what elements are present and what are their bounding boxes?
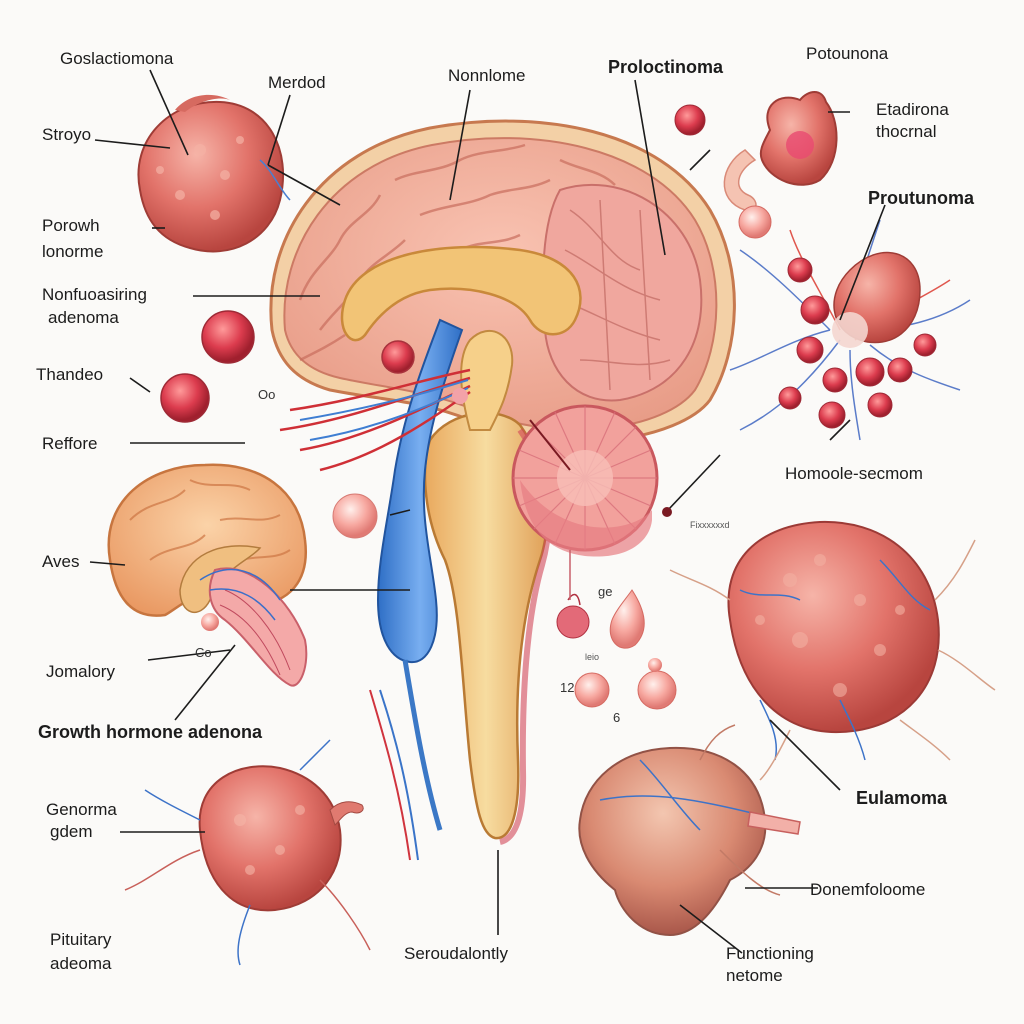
label-eulamoma: Eulamoma <box>856 788 948 808</box>
label-proloctinoma: Proloctinoma <box>608 57 724 77</box>
bottom-left-tumor <box>124 739 371 966</box>
label-reffore: Reffore <box>42 434 98 453</box>
label-pituitary-line2: adeoma <box>50 954 112 973</box>
top-right-tumor <box>759 91 838 186</box>
bottom-right-tumor <box>578 724 801 937</box>
tumor-nodules-left <box>160 104 706 539</box>
small-droplets <box>556 550 677 710</box>
label-merdod: Merdod <box>268 73 326 92</box>
central-brain-section <box>269 119 736 845</box>
label-growth-hormone-adenona: Growth hormone adenona <box>38 722 263 742</box>
vessel-strands <box>369 689 419 861</box>
label-seroudalontly: Seroudalontly <box>404 944 508 963</box>
label-porowh: Porowh <box>42 216 100 235</box>
label-oo: Oo <box>258 387 276 402</box>
label-homoole-secmom: Homoole-secmom <box>785 464 923 483</box>
label-lonorme: lonorme <box>42 242 104 261</box>
top-left-tumor <box>137 94 291 253</box>
left-brain-section <box>107 463 308 687</box>
label-co: Co <box>195 645 212 660</box>
label-nonfunctioning-line2: adenoma <box>48 308 119 327</box>
label-jomalory: Jomalory <box>46 662 115 681</box>
label-aves: Aves <box>42 552 80 571</box>
spiky-tumor-right <box>729 219 971 441</box>
label-twelve: 12 <box>560 680 575 695</box>
label-tiny-annotation: Fixxxxxxd <box>690 520 730 530</box>
label-thandeo: Thandeo <box>36 365 104 384</box>
label-nonfunctioning-line1: Nonfuoasiring <box>42 285 147 304</box>
label-stroyo: Stroyo <box>42 125 92 144</box>
label-functioning-line2: netome <box>726 966 783 985</box>
label-gdem: gdem <box>50 822 93 841</box>
label-pituitary-line1: Pituitary <box>50 930 112 949</box>
label-donemfoloome: Donemfoloome <box>810 880 926 899</box>
label-potounona: Potounona <box>806 44 889 63</box>
right-large-tumor <box>669 520 996 781</box>
label-goslactiomona: Goslactiomona <box>60 49 174 68</box>
pink-tube <box>723 149 772 239</box>
label-functioning-line1: Functioning <box>726 944 814 963</box>
marker-dot <box>662 507 672 517</box>
label-leio: leio <box>585 652 600 662</box>
label-nonnlome: Nonnlome <box>448 66 526 85</box>
leader-lines <box>89 69 886 954</box>
label-etadirona: Etadirona <box>876 100 949 119</box>
label-proutunoma: Proutunoma <box>868 188 974 208</box>
label-six: 6 <box>613 710 621 725</box>
label-ge: ge <box>598 584 613 599</box>
label-genorma: Genorma <box>46 800 117 819</box>
label-thocrnal: thocrnal <box>876 122 937 141</box>
